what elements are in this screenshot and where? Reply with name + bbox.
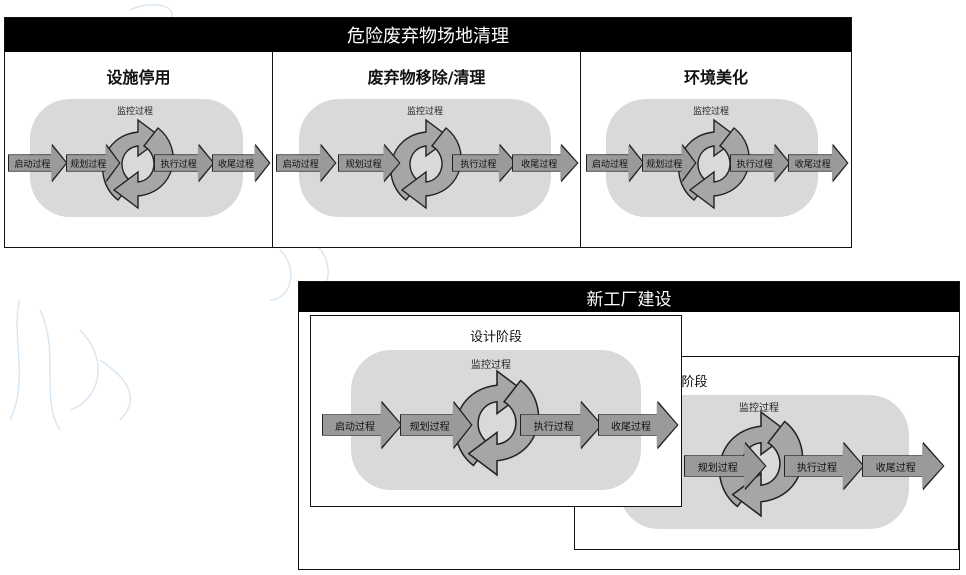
panel-title: 新工厂建设 (299, 282, 959, 312)
design-phase: 设计阶段 监控过程 启动过程 规划过程 执行过程 收尾过程 (310, 315, 682, 507)
plan-execute-cycle-icon (678, 118, 750, 210)
close-process-arrow: 收尾过程 (861, 441, 945, 491)
section-facility-decommission: 设施停用 监控过程 启动过程 规划过程 执行过程 收尾过程 (5, 52, 273, 247)
start-process-arrow: 启动过程 (275, 143, 337, 183)
start-process-arrow: 启动过程 (585, 143, 645, 183)
monitoring-process-label: 监控过程 (692, 107, 729, 117)
new-plant-construction-panel: 新工厂建设 施工阶段 监控过程 规划过程 执行过程 收尾过程 设计阶段 监控过程 (298, 281, 960, 570)
plan-execute-cycle-icon (454, 369, 540, 477)
plan-execute-cycle-icon (390, 118, 462, 210)
execute-process-arrow: 执行过程 (729, 143, 791, 183)
monitoring-process-label: 监控过程 (739, 403, 779, 414)
plan-process-arrow: 规划过程 (683, 441, 767, 491)
execute-process-arrow: 执行过程 (153, 143, 215, 183)
hazardous-site-cleanup-panel: 危险废弃物场地清理 设施停用 监控过程 启动过程 规划过程 执行过程 收尾过程 … (4, 17, 852, 248)
close-process-arrow: 收尾过程 (511, 143, 579, 183)
plan-execute-cycle-icon (102, 118, 174, 210)
panel-title: 危险废弃物场地清理 (5, 18, 851, 52)
execute-process-arrow: 执行过程 (783, 441, 865, 491)
close-process-arrow: 收尾过程 (211, 143, 271, 183)
section-landscaping: 环境美化 监控过程 启动过程 规划过程 执行过程 收尾过程 (581, 52, 851, 247)
plan-process-arrow: 规划过程 (641, 143, 697, 183)
plan-process-arrow: 规划过程 (65, 143, 121, 183)
start-process-arrow: 启动过程 (321, 400, 403, 450)
start-process-arrow: 启动过程 (7, 143, 68, 183)
execute-process-arrow: 执行过程 (519, 400, 603, 450)
execute-process-arrow: 执行过程 (451, 143, 517, 183)
close-process-arrow: 收尾过程 (787, 143, 849, 183)
monitoring-process-label: 监控过程 (116, 107, 153, 117)
close-process-arrow: 收尾过程 (597, 400, 679, 450)
section-title: 环境美化 (683, 68, 748, 87)
section-title: 设计阶段 (469, 330, 522, 345)
plan-execute-cycle-icon (718, 410, 804, 518)
section-title: 设施停用 (106, 68, 171, 87)
section-waste-removal: 废弃物移除/清理 监控过程 启动过程 规划过程 执行过程 收尾过程 (273, 52, 581, 247)
monitoring-process-label: 监控过程 (471, 360, 511, 371)
plan-process-arrow: 规划过程 (399, 400, 473, 450)
section-title: 废弃物移除/清理 (367, 68, 486, 87)
plan-process-arrow: 规划过程 (337, 143, 401, 183)
monitoring-process-label: 监控过程 (406, 107, 443, 117)
